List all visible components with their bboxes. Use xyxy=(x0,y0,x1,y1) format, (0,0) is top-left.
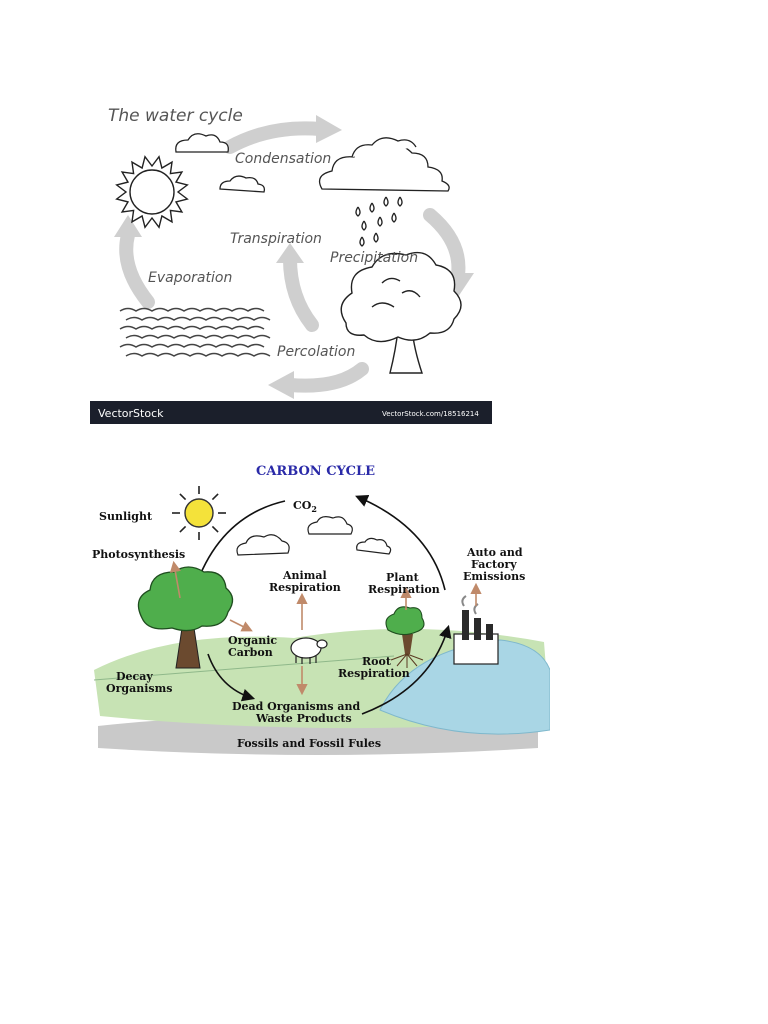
arrow-right xyxy=(423,208,466,282)
arrow-bottom xyxy=(283,362,369,393)
label-animal-respiration-1: Animal xyxy=(282,569,327,582)
label-plant-respiration-1: Plant xyxy=(386,571,420,584)
label-organic-carbon-2: Carbon xyxy=(228,646,273,659)
label-dead-organisms-2: Waste Products xyxy=(255,712,352,725)
arrowhead-left xyxy=(114,215,142,237)
arrowhead-bottom xyxy=(268,371,294,399)
cloud-icon xyxy=(175,133,229,153)
water-waves-icon xyxy=(119,307,271,357)
arrowhead-top xyxy=(316,115,342,143)
label-condensation: Condensation xyxy=(235,151,331,167)
label-animal-respiration-2: Respiration xyxy=(269,581,341,594)
arrow-emissions-to-co2 xyxy=(355,494,446,591)
small-tree-icon xyxy=(385,606,425,668)
arrow-photosynthesis xyxy=(169,560,181,599)
label-plant-respiration-2: Respiration xyxy=(368,583,440,596)
carbon-cycle-diagram: CARBON CYCLE CO2 xyxy=(92,464,550,755)
sun-icon xyxy=(115,155,189,229)
arrow-tree-to-dead xyxy=(207,653,256,702)
cycle-arrows xyxy=(119,121,466,393)
water-cycle-title: The water cycle xyxy=(108,106,243,126)
label-precipitation: Precipitation xyxy=(330,250,418,266)
label-organic-carbon-1: Organic xyxy=(228,634,277,647)
vectorstock-logo: VectorStock xyxy=(98,407,164,420)
arrow-heads xyxy=(114,115,474,399)
label-emissions-1: Auto and xyxy=(466,546,523,559)
water-cycle-diagram: The water cycle Condensatio xyxy=(90,97,492,424)
factory-icon xyxy=(453,595,499,665)
label-evaporation: Evaporation xyxy=(148,270,232,286)
tree-icon xyxy=(340,251,462,374)
tree-icon xyxy=(137,566,234,669)
arrow-dead-to-emissions xyxy=(361,624,452,715)
label-root-respiration-2: Respiration xyxy=(338,667,410,680)
label-transpiration: Transpiration xyxy=(230,231,322,247)
label-emissions-3: Emissions xyxy=(463,570,525,583)
arrow-top xyxy=(223,121,327,154)
label-percolation: Percolation xyxy=(277,344,355,360)
label-photosynthesis: Photosynthesis xyxy=(92,548,185,561)
co2-label: CO2 xyxy=(293,499,317,514)
label-sunlight: Sunlight xyxy=(99,510,153,523)
label-fossils: Fossils and Fossil Fules xyxy=(237,737,381,750)
sun-icon xyxy=(172,486,226,540)
raindrops-icon xyxy=(355,196,403,247)
rain-cloud-icon xyxy=(318,137,450,192)
label-dead-organisms-1: Dead Organisms and xyxy=(232,700,361,713)
sheep-icon xyxy=(290,637,328,664)
label-decay-2: Organisms xyxy=(106,682,172,695)
arrow-inner xyxy=(283,252,319,332)
vectorstock-footer xyxy=(90,401,492,424)
arrow-organic-carbon xyxy=(229,619,253,632)
vectorstock-url: VectorStock.com/18516214 xyxy=(382,410,479,418)
carbon-cycle-title: CARBON CYCLE xyxy=(256,464,375,479)
water-body xyxy=(379,639,550,735)
ground-line xyxy=(93,655,395,681)
cloud-icon xyxy=(356,537,392,555)
cloud-icon xyxy=(236,534,290,556)
label-emissions-2: Factory xyxy=(471,558,517,571)
cloud-icon xyxy=(219,175,266,193)
label-decay-1: Decay xyxy=(116,670,153,683)
cloud-icon xyxy=(307,516,353,535)
label-root-respiration-1: Root xyxy=(362,655,392,668)
arrow-left xyxy=(119,228,155,309)
arrowhead-inner xyxy=(276,243,304,263)
